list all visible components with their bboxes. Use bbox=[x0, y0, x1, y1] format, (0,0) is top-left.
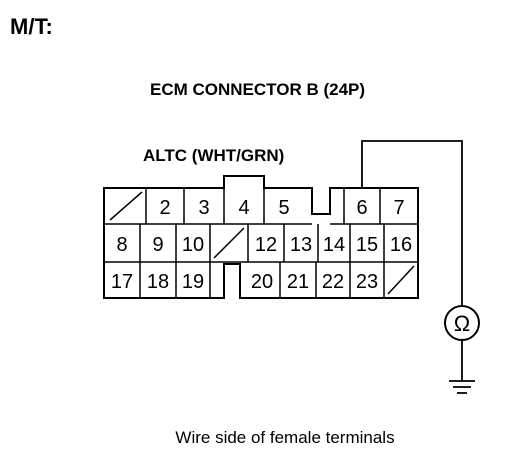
terminal-labels: 2 3 4 5 6 7 8 9 10 12 13 14 15 16 17 18 … bbox=[111, 197, 412, 293]
empty-cavity-slash bbox=[387, 265, 415, 295]
footer-caption: Wire side of female terminals bbox=[175, 428, 394, 447]
terminal-22: 22 bbox=[322, 271, 344, 293]
terminal-17: 17 bbox=[111, 271, 133, 293]
heading: M/T: bbox=[10, 14, 53, 39]
terminal-10: 10 bbox=[182, 234, 204, 256]
connector-title: ECM CONNECTOR B (24P) bbox=[150, 80, 365, 99]
terminal-14: 14 bbox=[323, 234, 345, 256]
ohm-symbol: Ω bbox=[454, 311, 470, 336]
terminal-5: 5 bbox=[278, 197, 289, 219]
terminal-16: 16 bbox=[390, 234, 412, 256]
terminal-21: 21 bbox=[287, 271, 309, 293]
terminal-8: 8 bbox=[116, 234, 127, 256]
connector-outline bbox=[103, 175, 419, 299]
empty-cavity-slash bbox=[213, 227, 245, 259]
terminal-13: 13 bbox=[290, 234, 312, 256]
terminal-3: 3 bbox=[198, 197, 209, 219]
terminal-7: 7 bbox=[393, 197, 404, 219]
terminal-20: 20 bbox=[251, 271, 273, 293]
terminal-6: 6 bbox=[356, 197, 367, 219]
terminal-23: 23 bbox=[356, 271, 378, 293]
terminal-4: 4 bbox=[238, 197, 249, 219]
connector-b bbox=[103, 175, 419, 299]
terminal-18: 18 bbox=[147, 271, 169, 293]
terminal-15: 15 bbox=[356, 234, 378, 256]
empty-cavity-slash bbox=[109, 191, 143, 221]
test-lead-wire bbox=[361, 140, 463, 306]
wire-label: ALTC (WHT/GRN) bbox=[143, 146, 284, 165]
ground-icon bbox=[449, 380, 475, 394]
terminal-12: 12 bbox=[255, 234, 277, 256]
terminal-19: 19 bbox=[182, 271, 204, 293]
terminal-9: 9 bbox=[152, 234, 163, 256]
terminal-2: 2 bbox=[159, 197, 170, 219]
ohmmeter-icon: Ω bbox=[444, 305, 480, 341]
